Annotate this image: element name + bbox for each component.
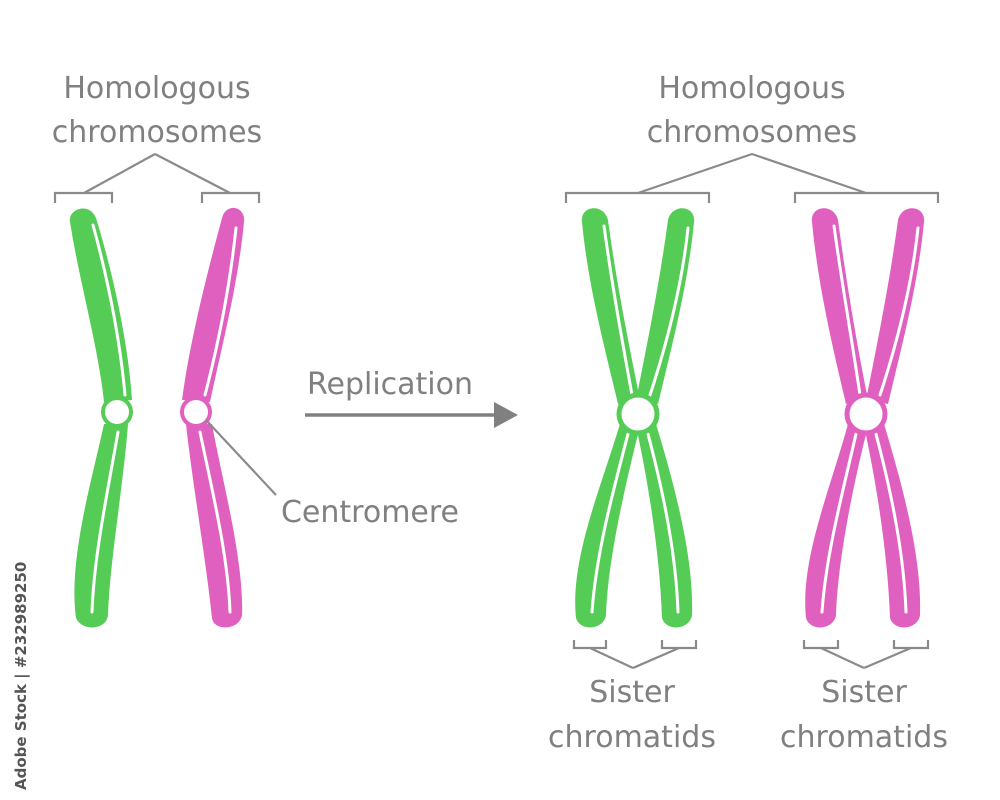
bracket-connector-pink-replicated [751, 152, 867, 195]
bracket-pink-chromosome [200, 191, 261, 203]
bracket-connector-pink [154, 153, 231, 194]
bracket-green-chromosome [53, 191, 114, 203]
sister-label-left-line2: chromatids [548, 720, 716, 755]
pink-chromosome-lower-highlight [198, 430, 232, 614]
pink-replicated-centromere [844, 392, 888, 436]
sister-label-right-line2: chromatids [780, 720, 948, 755]
sister-label-right-line1: Sister [821, 675, 907, 710]
pink-sister-chromatid-right [864, 208, 925, 628]
pink-centromere [180, 396, 212, 428]
centromere-pointer-line [205, 419, 277, 496]
homologous-label-right: Homologous chromosomes [647, 71, 857, 150]
centromere-label: Centromere [281, 495, 459, 530]
homologous-bracket-left [53, 153, 261, 203]
sister-chromatids-right: Sister chromatids [780, 640, 948, 755]
bracket-pink-replicated [793, 191, 940, 203]
stock-watermark-id: Adobe Stock | #232989250 [12, 562, 31, 790]
bracket-connector-green [83, 153, 156, 194]
sister-bracket-right-a [802, 640, 840, 650]
homologous-label-left-line1: Homologous [63, 71, 250, 106]
pink-chromosome-upper-highlight [203, 226, 238, 397]
homologous-label-right-line1: Homologous [658, 71, 845, 106]
green-replicated-centromere [616, 392, 660, 436]
green-chromosome-unreplicated [69, 208, 133, 628]
green-sister-chromatid-right [636, 208, 695, 628]
bracket-connector-green-replicated [637, 152, 753, 195]
green-chromosome-replicated [575, 208, 695, 628]
centromere-callout: Centromere [205, 419, 459, 530]
sister-bracket-left-b [660, 640, 698, 650]
green-centromere [101, 396, 133, 428]
green-chromosome-upper-highlight [91, 223, 127, 397]
homologous-label-left: Homologous chromosomes [52, 71, 262, 150]
pink-sister-chromatid-left [805, 208, 868, 628]
sister-label-left-line1: Sister [589, 675, 675, 710]
sister-bracket-left-a [572, 640, 608, 650]
pink-chromosome-lower-arm [186, 424, 243, 628]
homologous-label-right-line2: chromosomes [647, 115, 857, 150]
pink-chromosome-unreplicated [180, 207, 245, 628]
sister-connector-left-a [589, 647, 634, 669]
homologous-bracket-right [564, 152, 940, 203]
bracket-green-replicated [564, 191, 711, 203]
pink-chromosome-replicated [805, 208, 925, 628]
green-sister-chromatid-left [575, 208, 640, 628]
sister-chromatids-left: Sister chromatids [548, 640, 716, 755]
pink-chromosome-upper-arm [182, 207, 245, 402]
replication-arrow-head [494, 402, 518, 428]
replication-arrow-group: Replication [305, 367, 518, 428]
homologous-label-left-line2: chromosomes [52, 115, 262, 150]
green-chromosome-lower-highlight [90, 430, 120, 614]
green-chromosome-upper-arm [69, 208, 132, 402]
replication-label: Replication [307, 367, 473, 402]
sister-connector-left-b [632, 646, 680, 670]
sister-connector-right-b [863, 646, 912, 670]
sister-bracket-right-b [892, 640, 930, 650]
sister-connector-right-a [820, 647, 865, 669]
